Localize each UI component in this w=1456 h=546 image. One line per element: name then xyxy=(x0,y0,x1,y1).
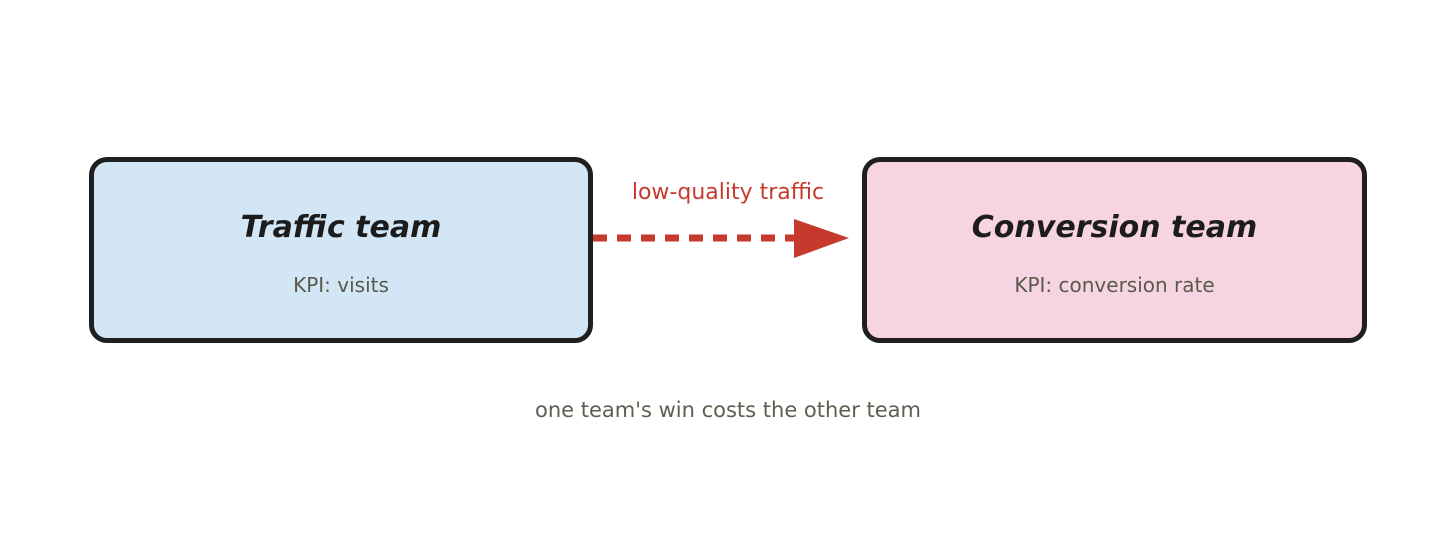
traffic-team-kpi: KPI: visits xyxy=(293,273,389,297)
conversion-team-node: Conversion team KPI: conversion rate xyxy=(862,157,1367,343)
flow-arrow-head xyxy=(794,219,849,258)
conversion-team-title: Conversion team xyxy=(971,210,1258,245)
traffic-team-node: Traffic team KPI: visits xyxy=(89,157,593,343)
flow-arrow-label: low-quality traffic xyxy=(631,180,825,205)
traffic-team-title: Traffic team xyxy=(240,210,442,245)
conversion-team-kpi: KPI: conversion rate xyxy=(1014,273,1215,297)
diagram-footnote: one team's win costs the other team xyxy=(534,398,922,422)
